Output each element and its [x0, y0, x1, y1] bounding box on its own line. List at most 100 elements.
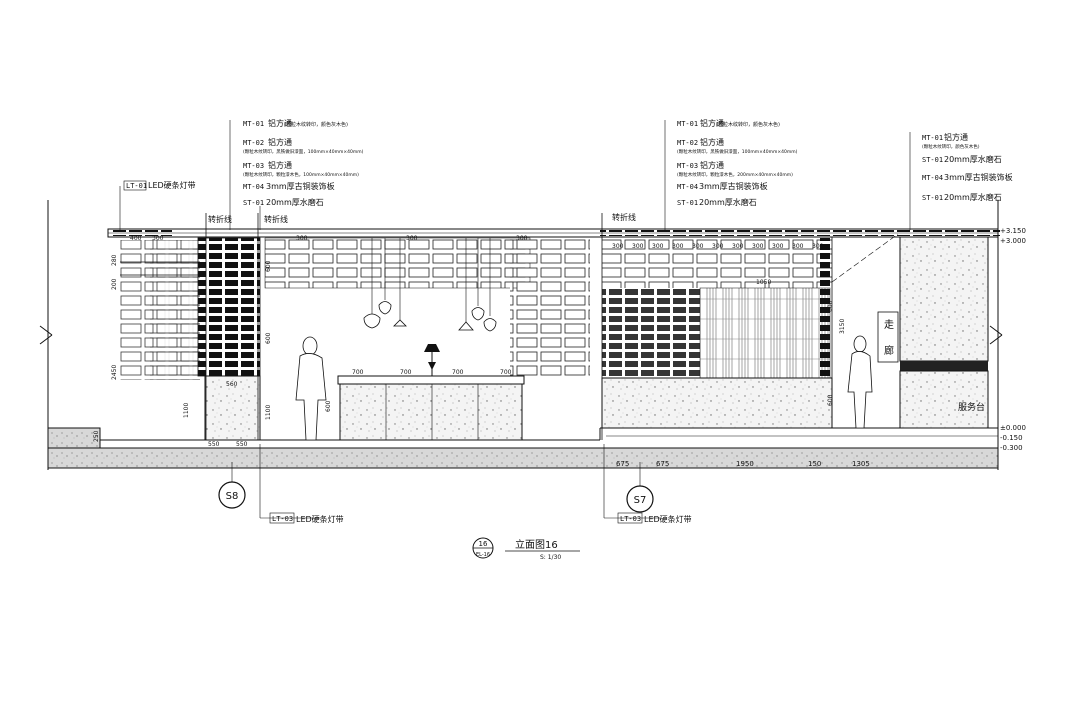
- dim-label: 1050: [756, 279, 771, 286]
- section-s8: S8: [218, 462, 246, 509]
- left-wall: [39, 200, 53, 470]
- dim-label: 300: [772, 243, 784, 250]
- led-callouts: LT-01 LED硬条灯带 LT-03 LED硬条灯带 LT-03 LED硬条灯…: [119, 180, 692, 524]
- drawing-number: 16: [479, 540, 488, 548]
- section-label: S7: [634, 495, 647, 506]
- led-text: LED硬条灯带: [644, 514, 692, 524]
- level-label: +3.150: [1000, 227, 1026, 235]
- dim-label: 300: [406, 235, 418, 242]
- level-label: -0.300: [1000, 444, 1023, 452]
- dim-label: 200: [111, 278, 118, 290]
- callouts-middle: MT-01 铝方通 (颗粒木纹转印，颜色灰木色) MT-02 铝方通 (颗粒木纹…: [664, 118, 798, 230]
- callout-text: 铝方通: [944, 132, 968, 142]
- callout-text: 3mm厚古铜装饰板: [266, 181, 335, 191]
- dim-label: 300: [812, 243, 824, 250]
- callout-code: MT-04: [922, 174, 943, 182]
- service-counter-label: 服务台: [958, 401, 985, 413]
- level-label: +3.000: [1000, 237, 1026, 245]
- callout-code: MT-02: [677, 139, 698, 147]
- callout-code: MT-01: [922, 134, 943, 142]
- callout-code: ST-01: [677, 199, 698, 207]
- callout-code: ST-01: [922, 156, 943, 164]
- callout-text: 铝方通: [268, 118, 292, 128]
- dim-label: 300: [652, 243, 664, 250]
- dim-label: 300: [792, 243, 804, 250]
- break-line-label: 转折线: [612, 212, 636, 222]
- service-counter-wall: [899, 200, 1003, 470]
- dimensions-right: 300 300 300 300 300 300 300 300 300 300 …: [612, 243, 846, 406]
- callout-sub: (颗粒木纹转印，黑铁做旧漆面，100mm×40mm×40mm): [677, 148, 798, 155]
- callout-sub: (颗粒木纹转印，颗粒漆木色，200mm×40mm×40mm): [677, 171, 793, 178]
- corridor-label-1: 走: [884, 319, 894, 331]
- dim-label: 300: [732, 243, 744, 250]
- dim-label: 600: [265, 260, 272, 272]
- break-line-label: 转折线: [208, 214, 232, 224]
- dim-label: 550: [208, 441, 220, 448]
- dim-label: 400: [130, 235, 142, 242]
- callout-code: MT-02: [243, 139, 264, 147]
- dim-label: 280: [111, 254, 118, 266]
- dim-label: 2450: [111, 365, 118, 380]
- callout-code: MT-03: [243, 162, 264, 170]
- callout-text: 铝方通: [700, 160, 724, 170]
- callout-text: 3mm厚古铜装饰板: [699, 181, 768, 191]
- dimensions-left: 280 200 2450 1100 250 400 300 300 300 30…: [93, 235, 528, 448]
- pendant-lights: [363, 238, 497, 332]
- dim-label: 600: [325, 400, 332, 412]
- callout-sub: (颗粒木纹转印，颜色灰木色): [922, 143, 980, 150]
- level-label: ±0.000: [1000, 424, 1026, 432]
- callout-text: 铝方通: [700, 137, 724, 147]
- callout-sub: (颗粒木纹转印，黑铁做旧漆面，100mm×40mm×40mm): [243, 148, 364, 155]
- level-label: -0.150: [1000, 434, 1023, 442]
- dim-label: 250: [93, 430, 100, 442]
- dim-label: 300: [612, 243, 624, 250]
- center-back-grid: [264, 237, 590, 378]
- dim-label: 300: [752, 243, 764, 250]
- callout-code: MT-04: [243, 183, 264, 191]
- dim-label: 300: [296, 235, 308, 242]
- human-figure: [295, 336, 327, 441]
- dim-label: 300: [632, 243, 644, 250]
- callout-code: MT-01: [243, 120, 264, 128]
- callout-sub: (颗粒木纹转印，颜色灰木色): [284, 121, 348, 128]
- led-code: LT-03: [620, 515, 641, 523]
- led-text: LED硬条灯带: [148, 180, 196, 190]
- dark-column: [197, 213, 261, 441]
- dim-label: 700: [500, 369, 512, 376]
- dim-label: 600: [827, 394, 834, 406]
- dim-label: 675: [616, 460, 629, 468]
- dim-label: 560: [226, 381, 238, 388]
- led-text: LED硬条灯带: [296, 514, 344, 524]
- callouts-right: MT-01 铝方通 (颗粒木纹转印，颜色灰木色) ST-01 20mm厚水磨石 …: [909, 132, 1013, 230]
- drawing-title-block: 16 EL-16 立面图16 S: 1/30: [472, 537, 580, 561]
- callout-text: 铝方通: [268, 137, 292, 147]
- dim-label: 1100: [265, 405, 272, 420]
- callout-text: 20mm厚水磨石: [944, 192, 1002, 202]
- callout-sub: (颗粒木纹转印，颗粒漆木色，100mm×40mm×40mm): [243, 171, 359, 178]
- callout-text: 3mm厚古铜装饰板: [944, 172, 1013, 182]
- dim-label: 300: [672, 243, 684, 250]
- corridor-label-2: 廊: [884, 344, 894, 357]
- led-code: LT-03: [272, 515, 293, 523]
- drawing-scale: S: 1/30: [540, 554, 561, 561]
- callout-text: 20mm厚水磨石: [944, 154, 1002, 164]
- dim-label: 1950: [736, 460, 754, 468]
- dim-label: 700: [400, 369, 412, 376]
- break-line-labels: 转折线 转折线 转折线: [208, 212, 636, 224]
- dim-label: 600: [827, 300, 834, 312]
- dim-label: 700: [452, 369, 464, 376]
- ceiling-beam: [107, 228, 1000, 238]
- corridor-area: [831, 233, 899, 429]
- drawing-title: 立面图16: [515, 538, 558, 551]
- dim-label: 1100: [183, 403, 190, 418]
- dim-label: 1305: [852, 460, 870, 468]
- level-marks: +3.150 +3.000 ±0.000 -0.150 -0.300: [1000, 227, 1026, 452]
- callout-code: ST-01: [243, 199, 264, 207]
- callout-text: 20mm厚水磨石: [699, 197, 757, 207]
- drawing-sheet: EL-16: [476, 552, 490, 558]
- dimensions-counter: 700 700 700 700 600: [325, 369, 512, 412]
- dim-label: 600: [265, 332, 272, 344]
- callout-code: MT-04: [677, 183, 698, 191]
- reception-counter: [337, 344, 525, 441]
